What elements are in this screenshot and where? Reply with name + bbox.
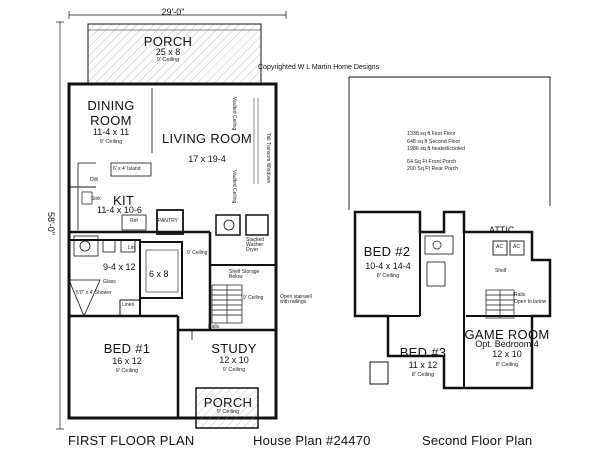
stat-rear-porch: 200 Sq Ft Rear Porch [407,166,459,173]
game-room-ceiling: 8' Ceiling [495,362,519,368]
dishwasher-label: DW [90,177,99,183]
game-room-dims: 12 x 10 [492,349,522,359]
ac-label-1: AC [496,244,503,250]
bed2-dims: 10-4 x 14-4 [365,261,411,271]
living-vaulted-note-1: Vaulted Ceiling [231,97,237,131]
stat-front-porch: 64 Sq Ft Front Porch [407,158,457,165]
square-footage-notes: 1338 sq ft First Floor 648 sq ft Second … [407,131,465,174]
stat-heated-cooled: 1986 sq ft heated/cooled [407,146,466,153]
kitchen-name: KIT [113,193,135,208]
bed3-name: BED #3 [399,345,447,360]
linen-label: Linen [122,302,135,308]
dining-name-line1: DINING [87,98,135,113]
rear-porch-ceiling: 9' Ceiling [156,57,180,63]
front-porch-ceiling: 9' Ceiling [216,409,240,415]
second-floor-caption: Second Floor Plan [422,433,533,448]
overall-depth-label: 58'-0" [46,212,56,235]
copyright-note: Copyrighted W L Martin Home Designs [258,64,380,71]
kitchen-dims: 11-4 x 10-6 [97,205,142,215]
island-label: 6' x 4' Island [113,166,141,172]
stair-ceiling-note: 9' Ceiling [243,295,264,301]
bed1-dims: 16 x 12 [112,356,142,366]
second-floor-stair [485,289,515,319]
study-name: STUDY [211,341,257,356]
second-floor-shelf-label: Shelf [495,268,507,274]
study-ceiling: 9' Ceiling [222,367,246,373]
lin-label: Lin [128,245,135,251]
first-floor-caption: FIRST FLOOR PLAN [68,433,195,448]
master-bath-dims: 9-4 x 12 [103,262,136,272]
rear-porch-dims: 25 x 8 [155,47,181,57]
kitchen-island [110,162,152,177]
bed2-ceiling: 8' Ceiling [376,273,400,279]
ac-unit-2 [509,240,525,256]
dining-ceiling: 9' Ceiling [99,139,123,145]
sink-label: Sink [91,196,101,202]
study-dims: 12 x 10 [219,355,249,365]
glass-label: Glass [103,279,116,285]
transom-windows-note: Tall Transom Windows [265,133,271,184]
game-room-subtitle: Opt. Bedroom 4 [475,339,539,349]
bed2-name: BED #2 [363,244,411,259]
living-name: LIVING ROOM [162,131,252,146]
front-porch-name: PORCH [203,395,253,410]
bed1-name: BED #1 [103,341,151,356]
second-floor-rails-label: Rails [514,292,526,298]
open-stairwell-note: Open stairwell with railings [280,294,312,305]
ac-unit-1 [492,240,508,256]
closet-dims: 6 x 8 [149,269,169,279]
game-room-name: GAME ROOM [464,327,550,342]
bed3-dims: 11 x 12 [408,360,438,370]
bed1-ceiling: 9' Ceiling [115,368,139,374]
first-floor-rails-label: Rails [208,324,220,330]
second-floor-roof-outline [349,76,551,206]
washer-dryer-label: Stacked Washer Dryer [246,237,265,253]
attic-label: ATTIC [489,225,515,235]
shower-label: 5'0" x 4' Shower [76,290,112,296]
house-plan-number: House Plan #24470 [253,433,371,448]
living-vaulted-note-2: Vaulted Ceiling [231,170,237,204]
dining-dims: 11-4 x 11 [92,127,130,137]
bed3-ceiling: 8' Ceiling [411,372,435,378]
refrigerator-label: Ref [130,218,138,224]
ac-label-2: AC [513,244,520,250]
dining-name-line2: ROOM [90,113,132,128]
shelf-storage-note: Shelf Storage Below [229,269,260,280]
stat-second-floor: 648 sq ft Second Floor [407,138,461,145]
front-porch [195,387,259,429]
second-floor-outline [353,210,552,390]
living-dims: 17 x 19-4 [188,154,226,164]
first-floor-stair [211,284,243,324]
first-floor-outline [67,82,278,420]
open-to-below-label: Open to below [514,299,547,305]
hall-ceiling-note: 9' Ceiling [187,250,208,256]
overall-width-label: 29'-0" [161,7,185,17]
stat-first-floor: 1338 sq ft First Floor [407,131,456,137]
pantry-label: PANTRY [158,218,178,224]
rear-porch-name: PORCH [143,34,193,49]
